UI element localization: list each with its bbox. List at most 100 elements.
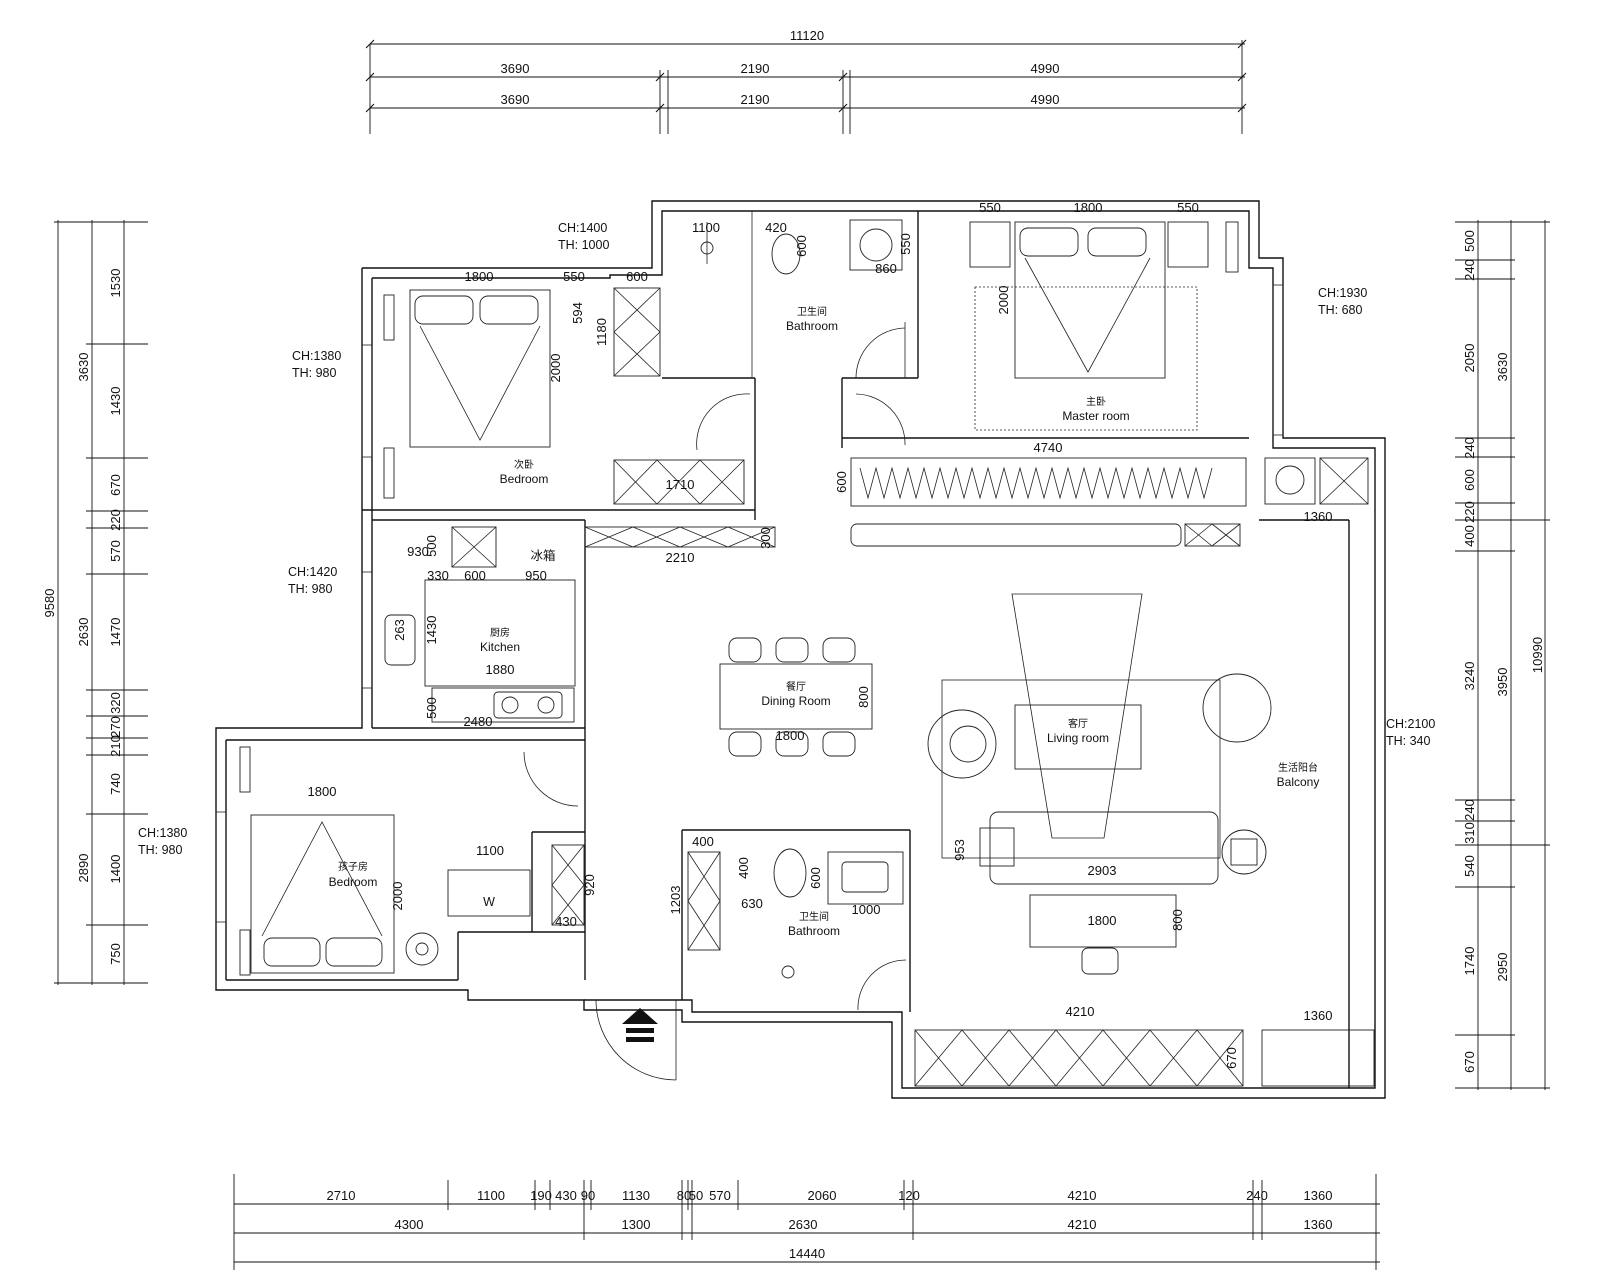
k-263: 263: [392, 619, 407, 641]
dim-bot-r1-9: 2060: [808, 1188, 837, 1203]
dim-left-total: 9580: [42, 589, 57, 618]
left-dimensions: 9580 3630 2630 2890 1530 1430 670 220 57…: [42, 220, 148, 985]
dim-bot-r1-12: 240: [1246, 1188, 1268, 1203]
dim-right-i12: 670: [1462, 1051, 1477, 1073]
note-ch-4: CH:1930: [1318, 286, 1367, 300]
dim-top-r1-0: 3690: [501, 61, 530, 76]
sofa-w: 2903: [1088, 863, 1117, 878]
kids-wardrobe-mark: W: [483, 895, 495, 909]
wardrobe-strip: [383, 294, 395, 341]
dim-bot-r1-4: 90: [581, 1188, 595, 1203]
room-cn-kids: 孩子房: [338, 860, 368, 873]
note-th-1: TH: 980: [292, 366, 337, 380]
dim-bot-r1-8: 570: [709, 1188, 731, 1203]
kids-bed-l: 2000: [390, 882, 405, 911]
dim-bot-r1-6: 80: [677, 1188, 691, 1203]
right-dimensions: 10990 3630 3950 2950 500 240 2050 240 60…: [1455, 220, 1550, 1090]
dim-right-total: 10990: [1530, 637, 1545, 673]
bed2-wd: 600: [626, 269, 648, 284]
dim-right-i11: 1740: [1462, 947, 1477, 976]
dim-right-i9: 310: [1462, 822, 1477, 844]
cab-1180: 1180: [594, 318, 609, 346]
note-th-3: TH: 980: [138, 843, 183, 857]
dim-right-i5: 220: [1462, 501, 1477, 523]
room-cn-bathroom-bot: 卫生间: [799, 910, 829, 923]
kitchen-counter: [424, 579, 576, 687]
bed: [409, 289, 551, 448]
kids-bedroom: W 1800 2000 1100 920 430 孩子房 Bedroom: [239, 746, 597, 976]
lounge-chair: [1202, 673, 1272, 743]
dim-bot-r2-1: 1300: [622, 1217, 651, 1232]
dim-top-total: 11120: [790, 28, 824, 43]
k-330: 330: [427, 568, 449, 583]
dim-left-i11: 750: [108, 943, 123, 965]
bb-400b: 400: [736, 857, 751, 879]
bt-420: 420: [765, 220, 787, 235]
dim-left-i7: 270: [108, 716, 123, 738]
room-cn-living: 客厅: [1068, 717, 1088, 730]
master-wardrobe: [850, 457, 1247, 507]
bb-1000: 1000: [852, 902, 881, 917]
balc-670: 670: [1224, 1047, 1239, 1069]
cab-594: 594: [570, 302, 585, 324]
bottom-bathroom: 400 1203 400 630 600 1000 卫生间 Bathroom: [668, 834, 907, 1011]
kids-wardrobe: [447, 869, 531, 917]
tv-w: 1800: [1088, 913, 1117, 928]
kitchen-top-cabinet: [584, 526, 776, 548]
dim-bot-r1-10: 120: [898, 1188, 920, 1203]
room-en-balcony: Balcony: [1277, 775, 1320, 789]
bed2-side: 550: [563, 269, 585, 284]
master-side-r: 550: [1177, 200, 1199, 215]
dim-left-i8: 210: [108, 735, 123, 757]
room-cn-dining: 餐厅: [786, 680, 806, 693]
note-ch-5: CH:2100: [1386, 717, 1435, 731]
dim-bot-r1-13: 1360: [1304, 1188, 1333, 1203]
master-bed-w: 1800: [1074, 200, 1103, 215]
dim-left-i3: 220: [108, 509, 123, 531]
sofa-d: 953: [952, 839, 967, 861]
dim-left-o0: 3630: [76, 353, 91, 382]
dim-bot-r2-3: 4210: [1068, 1217, 1097, 1232]
room-cn-kitchen: 厨房: [490, 626, 510, 639]
balcony-cabinet: [914, 1029, 1244, 1087]
sofa: [989, 811, 1219, 885]
dim-right-i10: 540: [1462, 855, 1477, 877]
note-th-4: TH: 680: [1318, 303, 1363, 317]
kw-1100: 1100: [476, 843, 504, 858]
note-th-5: TH: 340: [1386, 734, 1431, 748]
note-ch-0: CH:1400: [558, 221, 607, 235]
room-en-bathroom-top: Bathroom: [786, 319, 838, 333]
master-ward-w: 4740: [1034, 440, 1063, 455]
k-500b: 500: [424, 697, 439, 719]
armchair: [927, 709, 997, 779]
dim-right-i3: 240: [1462, 437, 1477, 459]
balc-4210: 4210: [1066, 1004, 1095, 1019]
kw-920: 920: [582, 874, 597, 896]
desk-cabinet: [613, 459, 745, 505]
kw-430: 430: [555, 914, 577, 929]
k-930: 930: [407, 544, 429, 559]
dim-left-i2: 670: [108, 474, 123, 496]
dim-left-i0: 1530: [108, 269, 123, 298]
room-en-bathroom-bot: Bathroom: [788, 924, 840, 938]
cab-300: 300: [758, 527, 773, 549]
dim-top-r1-1: 2190: [741, 61, 770, 76]
dining-w: 1800: [776, 728, 805, 743]
kitchen: 冰箱 930 500 330 600 950 1430 263 1880 500…: [384, 526, 776, 729]
master-side-l: 550: [979, 200, 1001, 215]
bb-400a: 400: [692, 834, 714, 849]
dim-bot-r1-0: 2710: [327, 1188, 356, 1203]
room-cn-master: 主卧: [1086, 395, 1106, 408]
cab-2210: 2210: [666, 550, 695, 565]
living-room: 2903 953 1800 800 客厅 Living room 生活阳台 Ba…: [927, 593, 1320, 975]
bed2-width: 1800: [465, 269, 494, 284]
dim-bot-r2-4: 1360: [1304, 1217, 1333, 1232]
fridge-label: 冰箱: [530, 548, 555, 563]
dim-bot-r1-11: 4210: [1068, 1188, 1097, 1203]
room-en-dining: Dining Room: [761, 694, 830, 708]
bt-860: 860: [875, 261, 897, 276]
tv-cabinet: [1029, 894, 1177, 948]
dim-left-o2: 2890: [76, 854, 91, 883]
bt-1100: 1100: [692, 220, 720, 235]
dim-bot-r1-1: 1100: [477, 1188, 505, 1203]
